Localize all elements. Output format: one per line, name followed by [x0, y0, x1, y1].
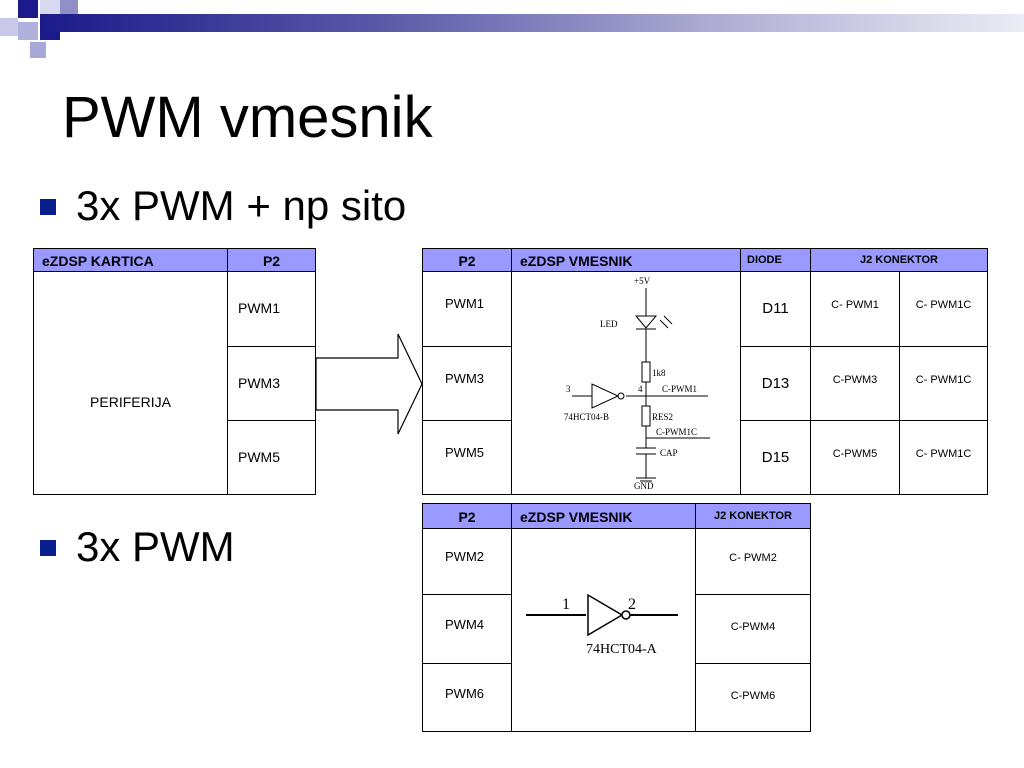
- table-header-cell: P2: [227, 248, 316, 272]
- connector-label: C- PWM1C: [915, 448, 972, 460]
- table-cell: C-PWM4: [695, 594, 811, 664]
- pin-label: PWM5: [238, 449, 280, 465]
- slide-title: PWM vmesnik: [62, 85, 433, 150]
- pin-label: PWM6: [445, 686, 484, 701]
- schematic-cell: [511, 528, 696, 732]
- output2-label: C-PWM1C: [656, 427, 697, 437]
- table-cell: PWM4: [422, 594, 512, 664]
- bullet-text-1: 3x PWM + np sito: [76, 182, 407, 229]
- table-header-cell: DIODE: [740, 248, 811, 272]
- table-header-cell: J2 KONEKTOR: [695, 503, 811, 529]
- pin-label: PWM5: [445, 445, 484, 460]
- table-cell: D15: [740, 420, 811, 495]
- table-cell: D13: [740, 346, 811, 421]
- res2-label: RES2: [652, 412, 673, 422]
- table-header-cell: J2 KONEKTOR: [810, 248, 988, 272]
- pin-out-label: 2: [628, 596, 636, 613]
- table-cell: D11: [740, 271, 811, 347]
- pin-label: PWM1: [445, 296, 484, 311]
- table-header-cell: P2: [422, 248, 512, 272]
- table-cell: PWM3: [227, 346, 316, 421]
- table-cell: PWM5: [422, 420, 512, 495]
- table-cell: C-PWM6: [695, 663, 811, 732]
- pin-label: PWM1: [238, 300, 280, 316]
- table-cell: C- PWM1: [810, 271, 900, 347]
- output-label: C-PWM1: [662, 384, 697, 394]
- pin-in-label: 3: [566, 384, 571, 394]
- table-cell: PWM6: [422, 663, 512, 732]
- pin-out-label: 4: [638, 384, 643, 394]
- table-cell: PWM3: [422, 346, 512, 421]
- bullet-text-2: 3x PWM: [76, 523, 235, 570]
- vcc-label: +5V: [634, 276, 651, 286]
- connector-label: C-PWM6: [730, 690, 776, 702]
- table-cell: C-PWM5: [810, 420, 900, 495]
- table-header-cell: eZDSP VMESNIK: [511, 248, 741, 272]
- connector-label: C- PWM1: [831, 299, 879, 311]
- table-cell: C- PWM1C: [899, 420, 988, 495]
- pin-label: PWM2: [445, 549, 484, 564]
- table-cell: PWM1: [227, 271, 316, 347]
- right-arrow-icon: [316, 333, 423, 435]
- pwm-filter-schematic: +5V LED 1k8 3 4 C-PWM1 74HCT04-B RES2 C-…: [564, 276, 710, 491]
- bullet-marker: [40, 199, 56, 215]
- led-label: LED: [600, 319, 618, 329]
- pin-label: PWM3: [238, 375, 280, 391]
- periferija-label: PERIFERIJA: [90, 394, 171, 410]
- connector-label: C-PWM3: [832, 374, 878, 386]
- chip-label: 74HCT04-A: [586, 642, 658, 657]
- schematic-cell: [511, 271, 741, 495]
- table-header-cell: P2: [422, 503, 512, 529]
- table-header-cell: eZDSP VMESNIK: [511, 503, 696, 529]
- table-cell: PWM2: [422, 528, 512, 595]
- diode-label: D15: [761, 449, 790, 466]
- connector-label: C- PWM1C: [915, 374, 972, 386]
- pin-in-label: 1: [562, 596, 570, 613]
- table-cell: C- PWM2: [695, 528, 811, 595]
- table-header-cell: eZDSP KARTICA: [33, 248, 228, 272]
- top-gradient-bar: [40, 14, 1024, 32]
- chip-label: 74HCT04-B: [564, 412, 609, 422]
- table-cell: PWM5: [227, 420, 316, 495]
- connector-label: C-PWM4: [730, 621, 776, 633]
- connector-label: C- PWM1C: [915, 299, 972, 311]
- table-cell: PWM1: [422, 271, 512, 347]
- gnd-label: GND: [634, 481, 654, 491]
- bullet-marker: [40, 540, 56, 556]
- resistor-label: 1k8: [652, 368, 666, 378]
- pin-label: PWM4: [445, 617, 484, 632]
- table-cell: C-PWM3: [810, 346, 900, 421]
- inverter-schematic: 1 2 74HCT04-A: [526, 593, 678, 657]
- connector-label: C-PWM5: [832, 448, 878, 460]
- periferija-cell: PERIFERIJA: [33, 271, 228, 495]
- table-cell: C- PWM1C: [899, 271, 988, 347]
- table-cell: C- PWM1C: [899, 346, 988, 421]
- pin-label: PWM3: [445, 371, 484, 386]
- connector-label: C- PWM2: [729, 552, 777, 564]
- diode-label: D13: [761, 375, 790, 392]
- cap-label: CAP: [660, 448, 678, 458]
- diode-label: D11: [762, 300, 789, 317]
